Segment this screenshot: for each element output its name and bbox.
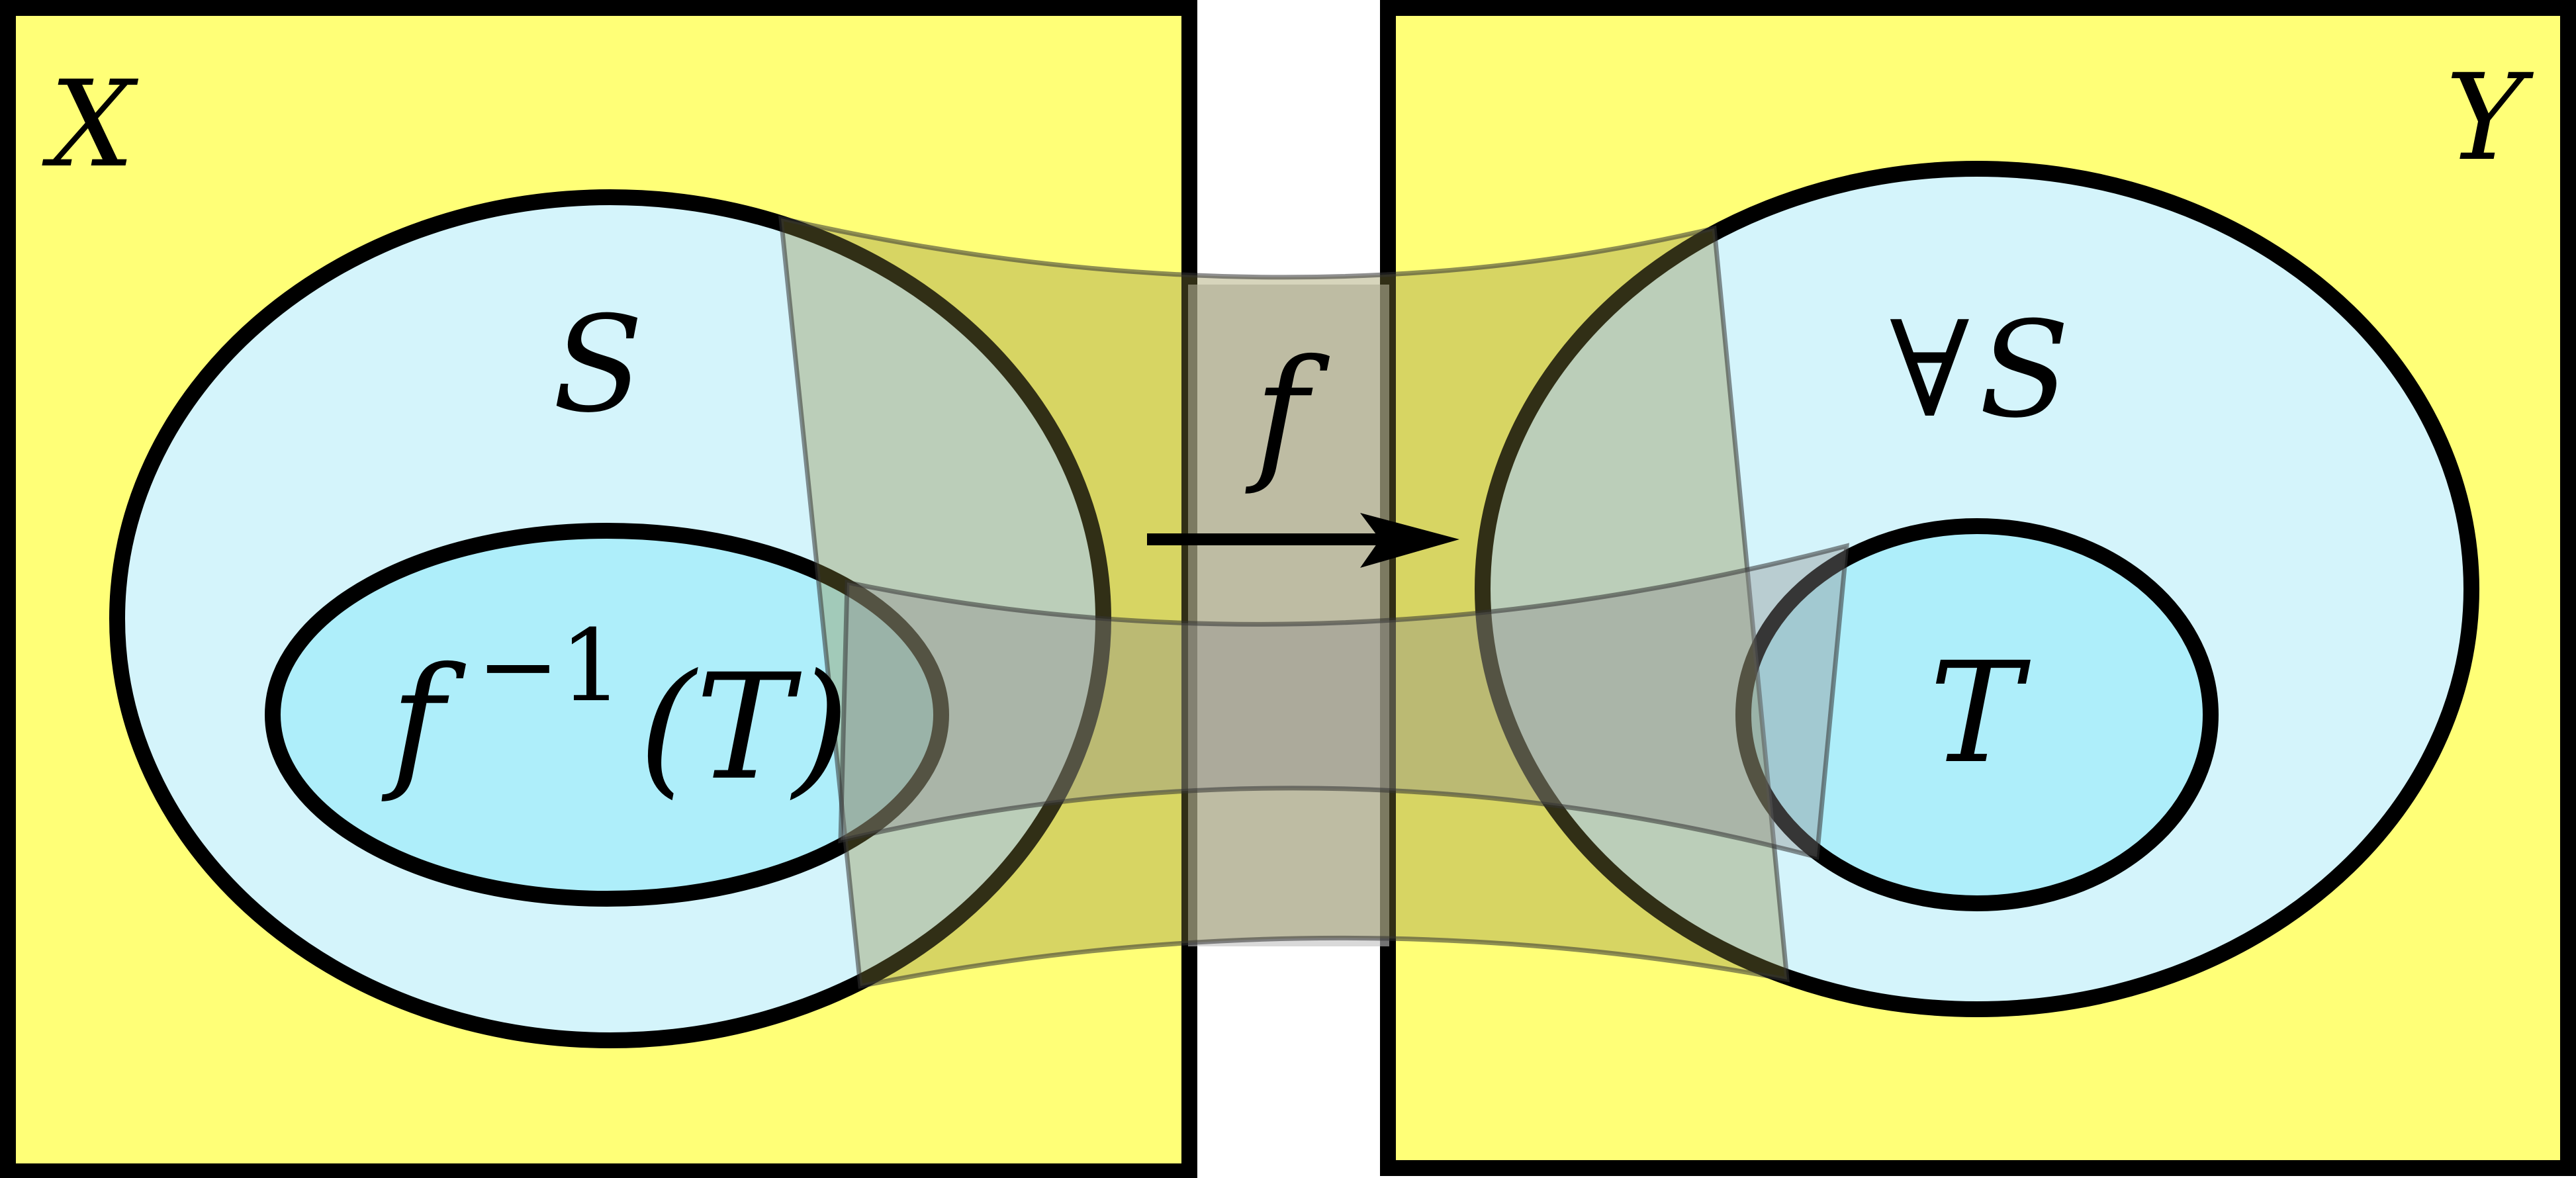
forall-set-label: S xyxy=(1979,293,2070,447)
label-t: T xyxy=(1929,632,2031,794)
ellipse-preimage xyxy=(265,523,949,907)
preimage-exponent: −1 xyxy=(477,609,623,724)
mapping-arrow xyxy=(1147,513,1459,568)
label-x: X xyxy=(42,56,139,194)
ellipse-t xyxy=(1735,518,2219,911)
forall-symbol: ∀ xyxy=(1890,293,1970,447)
label-y: Y xyxy=(2446,49,2534,187)
mapping-band-outer xyxy=(778,215,1790,989)
mapping-band-inner xyxy=(838,543,1849,860)
label-forall-s: ∀ S xyxy=(1890,293,2070,447)
preimage-argument: (T) xyxy=(639,643,849,812)
gap-band xyxy=(1188,285,1389,946)
label-s: S xyxy=(553,288,643,442)
